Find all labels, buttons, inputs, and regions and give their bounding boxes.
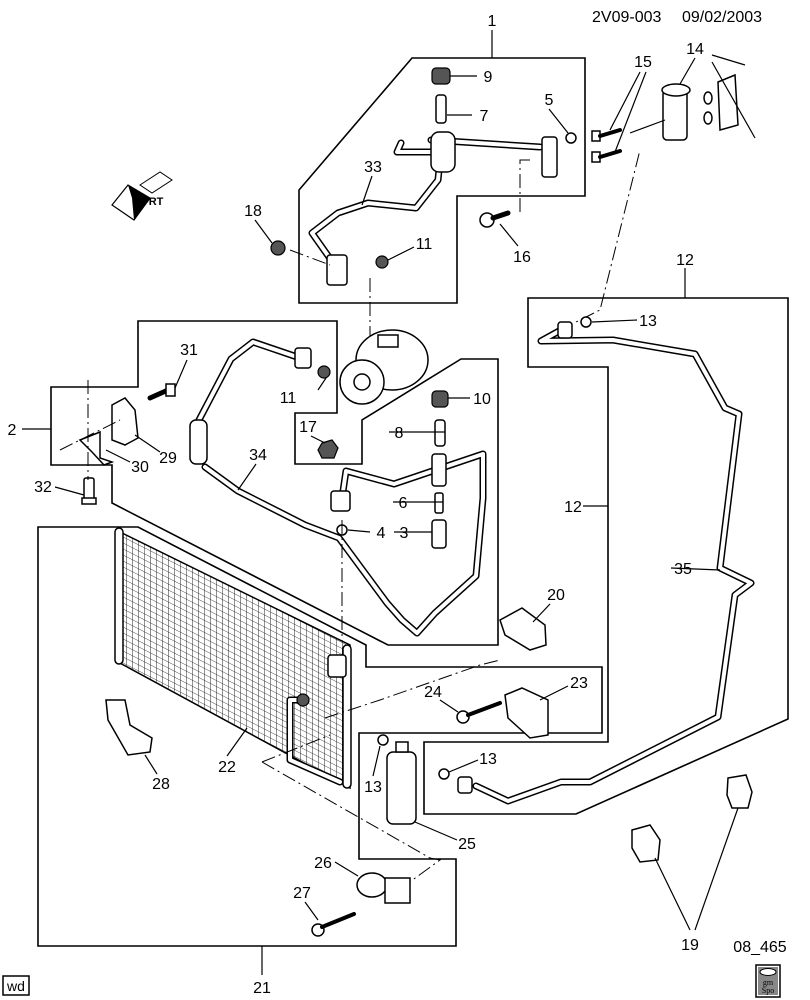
grommet-18 — [270, 240, 286, 256]
callout-12-mid: 12 — [564, 499, 582, 516]
bolt-31 — [147, 383, 176, 401]
group-box-12 — [423, 297, 789, 815]
diagram-date: 09/02/2003 — [682, 9, 762, 26]
bolt-24 — [456, 701, 502, 724]
callout-26: 26 — [314, 855, 332, 872]
callout-24: 24 — [424, 684, 442, 701]
callout-5: 5 — [545, 92, 554, 109]
group-box-2 — [50, 320, 499, 646]
callout-3: 3 — [400, 525, 409, 542]
oring-13b — [438, 768, 450, 780]
group-box-1 — [298, 57, 586, 304]
callout-12-top: 12 — [676, 252, 694, 269]
callout-23: 23 — [570, 675, 588, 692]
callout-13-top: 13 — [639, 313, 657, 330]
washer-11 — [375, 255, 389, 269]
corner-tag: wd — [2, 975, 30, 996]
clip-19b — [726, 774, 753, 809]
callout-1: 1 — [488, 13, 497, 30]
callout-14: 14 — [686, 41, 704, 58]
bolt-27 — [311, 912, 356, 937]
oring-5 — [565, 132, 577, 144]
corner-tag-text: wd — [6, 978, 25, 994]
diagram-code: 2V09-003 — [592, 9, 661, 26]
bolt-32 — [81, 477, 97, 505]
callout-27: 27 — [293, 885, 311, 902]
callout-16: 16 — [513, 249, 531, 266]
switch-3 — [431, 519, 447, 549]
clip-19a — [631, 824, 661, 863]
callout-15: 15 — [634, 54, 652, 71]
callout-35: 35 — [674, 561, 692, 578]
drier-25 — [386, 741, 417, 825]
callout-20: 20 — [547, 587, 565, 604]
group-box-21 — [37, 526, 603, 947]
callout-4: 4 — [377, 525, 386, 542]
callout-30: 30 — [131, 459, 149, 476]
bolt-16 — [479, 210, 511, 228]
valve-6 — [434, 492, 444, 514]
callout-7: 7 — [480, 108, 489, 125]
callout-21: 21 — [253, 980, 271, 997]
callout-29: 29 — [159, 450, 177, 467]
bracket-28 — [105, 699, 153, 756]
clamp-26 — [356, 872, 411, 904]
callout-25: 25 — [458, 836, 476, 853]
cap-10 — [431, 390, 449, 408]
callout-8: 8 — [395, 425, 404, 442]
hose-33 — [308, 131, 558, 286]
callout-18: 18 — [244, 203, 262, 220]
callout-11b: 11 — [280, 390, 297, 407]
callout-17: 17 — [299, 419, 317, 436]
valve-core-7 — [435, 94, 447, 124]
callout-11: 11 — [416, 236, 433, 253]
expansion-valve — [629, 54, 756, 141]
washer-11b — [317, 365, 331, 379]
callout-28: 28 — [152, 776, 170, 793]
condenser-22 — [114, 527, 352, 790]
svg-text:gm: gm — [763, 978, 774, 987]
cap-9 — [431, 67, 451, 85]
front-label: FRT — [142, 196, 164, 208]
callout-9: 9 — [484, 69, 493, 86]
callout-10: 10 — [473, 391, 491, 408]
callout-22: 22 — [218, 759, 236, 776]
line-35 — [457, 321, 755, 805]
oring-13a — [377, 734, 389, 746]
gm-spo-logo: gm Spo — [755, 964, 781, 998]
bolt-15 — [591, 128, 622, 163]
hose-34 — [189, 338, 487, 637]
figure-id: 08_465 — [733, 939, 786, 956]
callout-34: 34 — [249, 447, 267, 464]
clip-20 — [499, 607, 547, 651]
callout-13-right: 13 — [479, 751, 497, 768]
valve-core-8 — [434, 419, 446, 447]
oring-13c — [580, 316, 592, 328]
callout-33: 33 — [364, 159, 382, 176]
svg-text:Spo: Spo — [762, 986, 774, 995]
callout-2: 2 — [8, 422, 17, 439]
callout-13-left: 13 — [364, 779, 382, 796]
port-fitting — [431, 453, 447, 487]
callout-6: 6 — [399, 495, 408, 512]
clamp-29 — [111, 397, 139, 446]
compressor — [339, 329, 429, 405]
callout-19: 19 — [681, 937, 699, 954]
callout-32: 32 — [34, 479, 52, 496]
bracket-23 — [504, 687, 549, 739]
nut-17 — [317, 439, 339, 459]
callout-31: 31 — [180, 342, 198, 359]
front-arrow-icon: FRT — [111, 171, 173, 221]
bracket-30 — [78, 430, 115, 466]
